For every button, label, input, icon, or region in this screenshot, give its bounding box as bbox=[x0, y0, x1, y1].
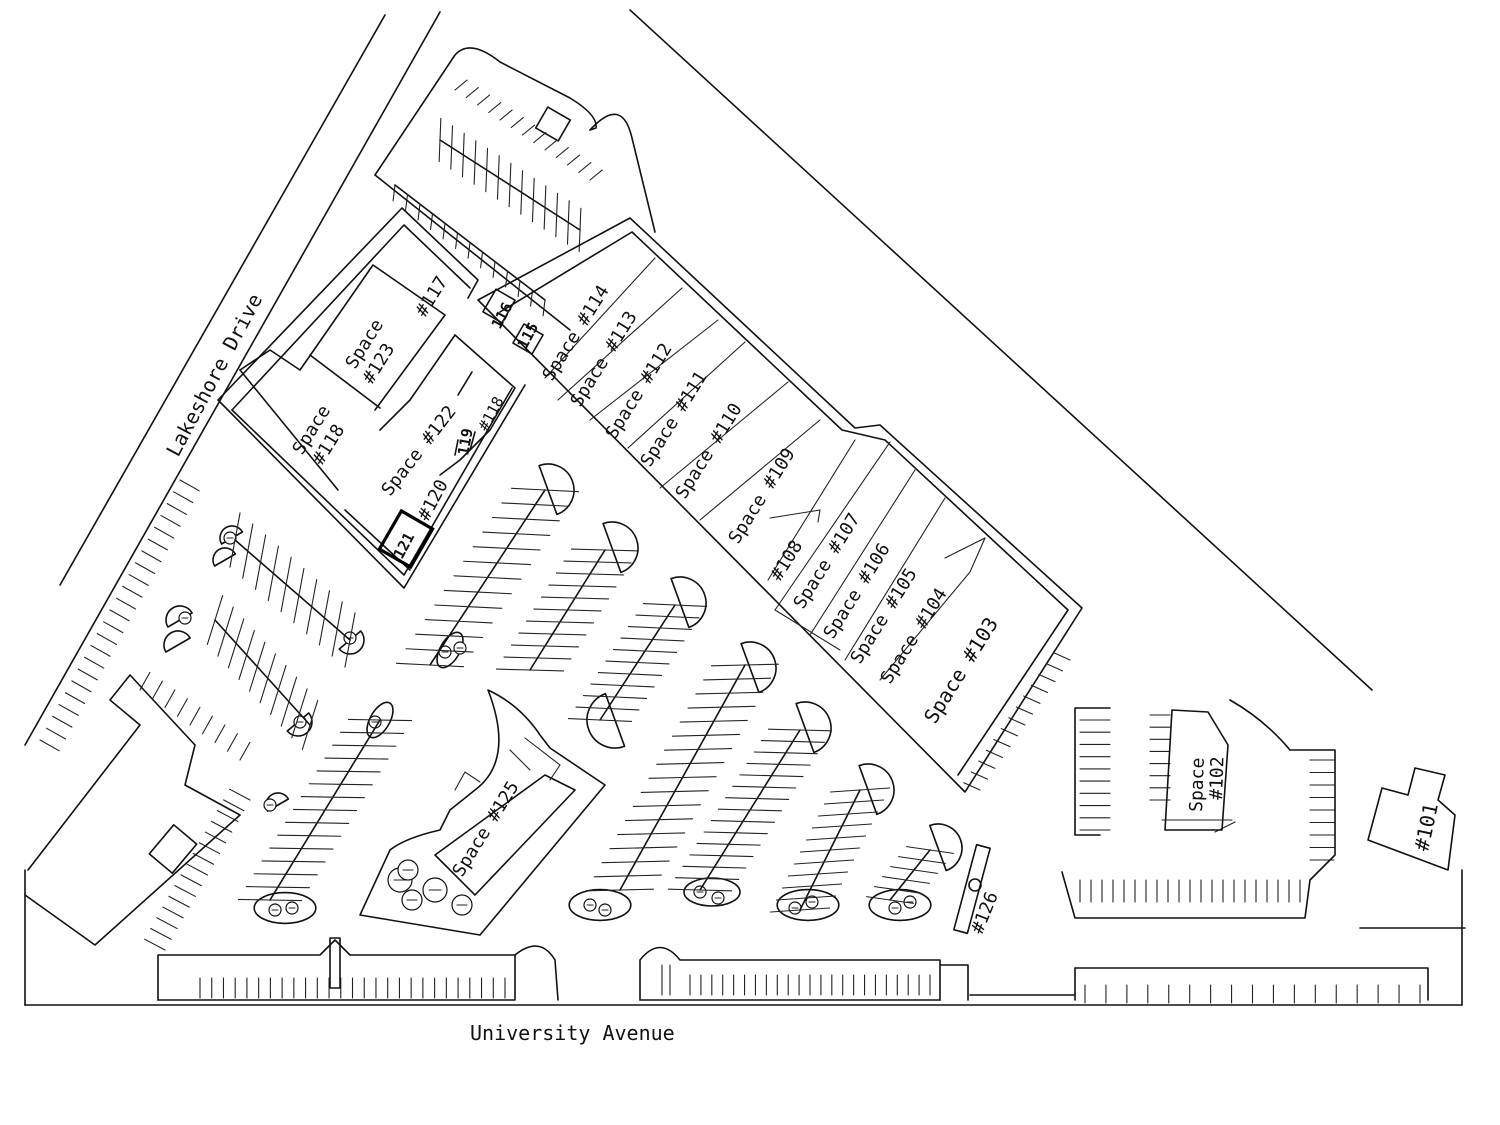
space-115-label: 115 bbox=[514, 320, 543, 352]
building-west bbox=[25, 675, 240, 945]
building-101 bbox=[1368, 768, 1455, 870]
space-108-label: #108 bbox=[766, 537, 807, 585]
space-125-label: Space #125 bbox=[448, 778, 523, 881]
space-119-label: 119 bbox=[454, 427, 476, 457]
building-strip-east bbox=[478, 218, 1082, 792]
space-102-label-b: #102 bbox=[1206, 756, 1229, 800]
space-109-label: Space #109 bbox=[724, 445, 799, 548]
parking-stalls bbox=[40, 480, 1420, 1003]
space-118-small-label: #118 bbox=[475, 394, 508, 434]
building-cluster-west bbox=[218, 208, 543, 588]
site-boundary bbox=[25, 10, 1465, 1005]
building-125 bbox=[360, 690, 605, 935]
building-102 bbox=[1062, 700, 1428, 1000]
university-avenue-label: University Avenue bbox=[470, 1021, 675, 1045]
space-103-label: Space #103 bbox=[919, 613, 1003, 728]
frontage bbox=[158, 845, 1075, 1000]
space-101-label: #101 bbox=[1409, 801, 1442, 853]
north-parking-lot bbox=[375, 48, 655, 330]
space-102-label-a: Space bbox=[1186, 757, 1209, 812]
